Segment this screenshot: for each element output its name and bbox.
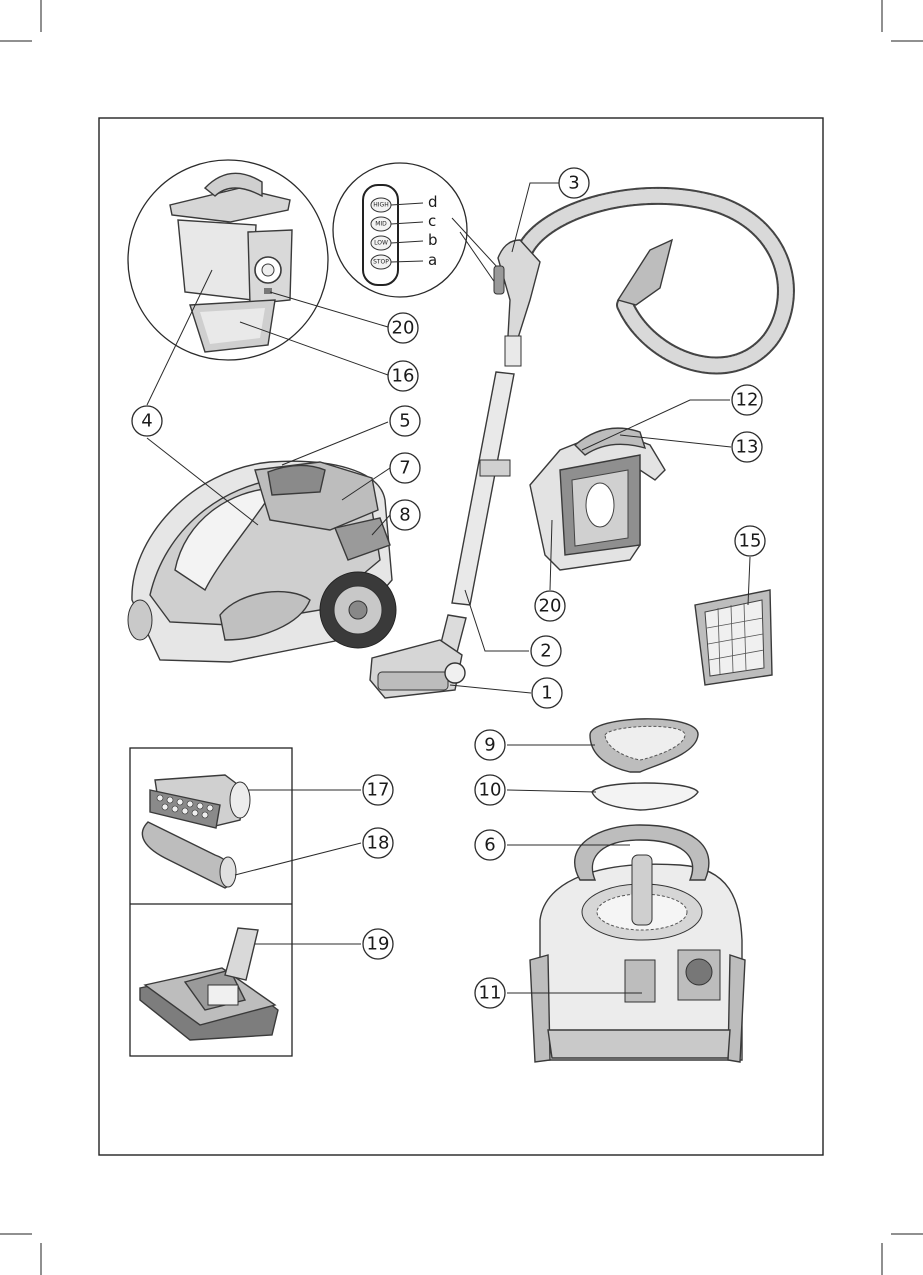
callout-20-lower: 20 — [534, 590, 566, 622]
control-panel-detail: HIGH MID LOW STOP d c b a — [332, 162, 501, 298]
svg-text:11: 11 — [479, 983, 502, 1004]
button-high-label: HIGH — [373, 202, 388, 209]
callout-5: 5 — [389, 405, 421, 437]
svg-text:20: 20 — [539, 596, 562, 617]
svg-text:12: 12 — [736, 390, 759, 411]
svg-text:17: 17 — [367, 780, 390, 801]
svg-text:6: 6 — [484, 835, 495, 856]
page-frame — [98, 117, 824, 1156]
hose-and-tube — [369, 186, 795, 699]
callout-17: 17 — [362, 774, 394, 806]
callout-16: 16 — [387, 360, 419, 392]
svg-text:4: 4 — [141, 411, 152, 432]
vacuum-body — [127, 460, 397, 663]
svg-text:10: 10 — [479, 780, 502, 801]
svg-text:1: 1 — [541, 683, 552, 704]
callout-1: 1 — [531, 677, 563, 709]
callout-6: 6 — [474, 829, 506, 861]
svg-text:5: 5 — [399, 411, 410, 432]
callout-13: 13 — [731, 431, 763, 463]
control-buttons: HIGH MID LOW STOP — [370, 197, 392, 270]
svg-text:8: 8 — [399, 505, 410, 526]
svg-text:16: 16 — [392, 366, 415, 387]
callout-18: 18 — [362, 827, 394, 859]
callout-12: 12 — [731, 384, 763, 416]
letter-d: d — [428, 193, 438, 211]
svg-text:9: 9 — [484, 735, 495, 756]
callout-7: 7 — [389, 452, 421, 484]
callout-3: 3 — [558, 167, 590, 199]
accessory-box — [129, 747, 293, 1057]
dust-container — [529, 427, 666, 571]
button-stop-label: STOP — [373, 259, 389, 266]
svg-text:20: 20 — [392, 318, 415, 339]
callout-2: 2 — [530, 635, 562, 667]
callout-11: 11 — [474, 977, 506, 1009]
button-mid-label: MID — [375, 221, 387, 228]
svg-text:3: 3 — [568, 173, 579, 194]
callout-10: 10 — [474, 774, 506, 806]
svg-text:19: 19 — [367, 934, 390, 955]
filter-grill — [589, 718, 699, 773]
letter-c: c — [428, 212, 436, 230]
callout-8: 8 — [389, 499, 421, 531]
callout-20-upper: 20 — [387, 312, 419, 344]
callout-19: 19 — [362, 928, 394, 960]
hepa-filter — [694, 589, 773, 686]
button-low-label: LOW — [374, 240, 388, 247]
callout-4: 4 — [131, 405, 163, 437]
callout-15: 15 — [734, 525, 766, 557]
svg-text:13: 13 — [736, 437, 759, 458]
svg-text:15: 15 — [739, 531, 762, 552]
letter-b: b — [428, 231, 438, 249]
svg-text:18: 18 — [367, 833, 390, 854]
bag-compartment-detail — [127, 159, 329, 361]
svg-text:2: 2 — [540, 641, 551, 662]
callout-9: 9 — [474, 729, 506, 761]
vacuum-rear-view — [529, 824, 746, 1063]
letter-a: a — [428, 251, 437, 269]
leader-lines — [146, 182, 751, 994]
filter-seal — [591, 782, 699, 811]
svg-text:7: 7 — [399, 458, 410, 479]
